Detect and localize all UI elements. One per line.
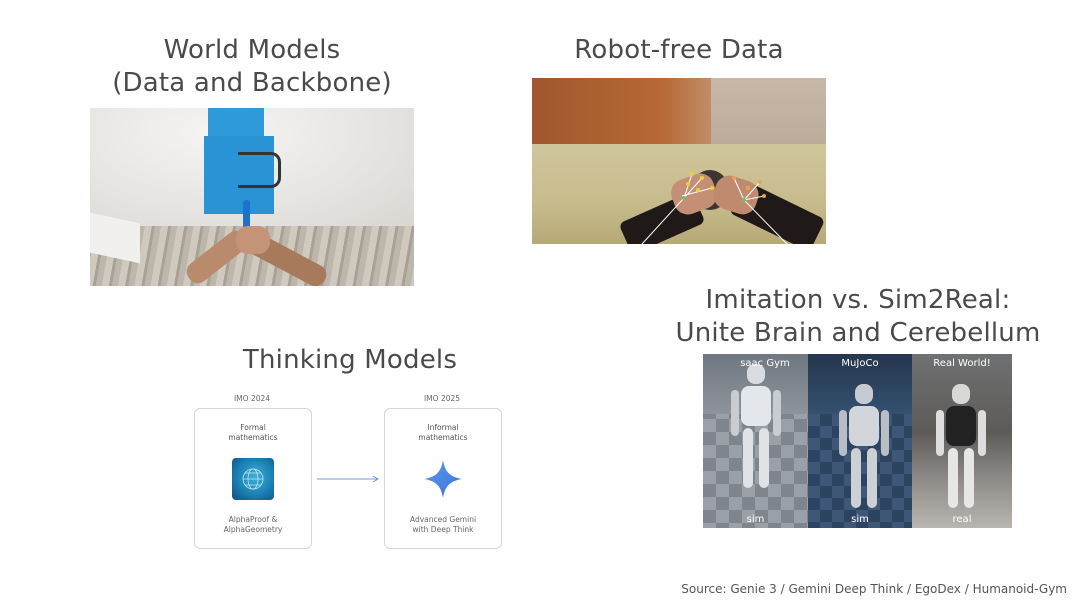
real-world-panel: Real World! real (912, 354, 1012, 528)
imo-2024-label: IMO 2024 (233, 394, 271, 403)
panel-bottom-label: real (952, 514, 972, 525)
panel-top-label: MuJoCo (841, 358, 879, 369)
imitation-title: Imitation vs. Sim2Real: Unite Brain and … (670, 284, 1046, 350)
source-citation: Source: Genie 3 / Gemini Deep Think / Eg… (681, 582, 1067, 596)
gemini-deep-think-card: Informal mathematics Advanced Gemini wit… (384, 408, 502, 549)
card-caption-line1: AlphaProof & (228, 515, 278, 524)
card-caption: Advanced Gemini with Deep Think (385, 515, 501, 535)
sim2real-robots-image: saac Gym sim MuJoCo sim Real World! real (703, 354, 1012, 528)
card-heading-line2: mathematics (228, 433, 278, 442)
panel-top-label: Real World! (933, 358, 991, 369)
imitation-title-line2: Unite Brain and Cerebellum (675, 318, 1041, 348)
imitation-title-line1: Imitation vs. Sim2Real: (705, 285, 1011, 315)
hand-tracking-overlay (641, 172, 788, 244)
alphaproof-card: Formal mathematics AlphaProof & AlphaGeo… (194, 408, 312, 549)
card-heading: Informal mathematics (385, 423, 501, 443)
isaac-gym-panel: saac Gym sim (703, 354, 808, 528)
world-models-title-line1: World Models (163, 35, 341, 65)
alphaproof-logo-icon (232, 458, 274, 500)
card-heading-line1: Formal (240, 423, 266, 432)
panel-bottom-label: sim (851, 514, 869, 525)
arrow-right-icon (317, 475, 379, 483)
card-caption: AlphaProof & AlphaGeometry (195, 515, 311, 535)
panel-top-label: saac Gym (740, 358, 790, 369)
card-heading-line2: mathematics (418, 433, 468, 442)
panel-bottom-label: sim (746, 514, 765, 525)
imo-2025-label: IMO 2025 (423, 394, 461, 403)
robot-free-data-image (532, 78, 826, 244)
gemini-star-icon (424, 460, 462, 498)
world-models-image (90, 108, 414, 286)
card-caption-line1: Advanced Gemini (409, 515, 477, 524)
card-heading-line1: Informal (427, 423, 459, 432)
card-caption-line2: AlphaGeometry (223, 525, 283, 534)
mujoco-panel: MuJoCo sim (808, 354, 912, 528)
world-models-title-line2: (Data and Backbone) (112, 68, 392, 98)
robot-free-title: Robot-free Data (574, 35, 784, 65)
card-heading: Formal mathematics (195, 423, 311, 443)
world-models-title: World Models (Data and Backbone) (90, 34, 414, 100)
card-caption-line2: with Deep Think (412, 525, 474, 534)
thinking-models-title: Thinking Models (242, 345, 458, 375)
